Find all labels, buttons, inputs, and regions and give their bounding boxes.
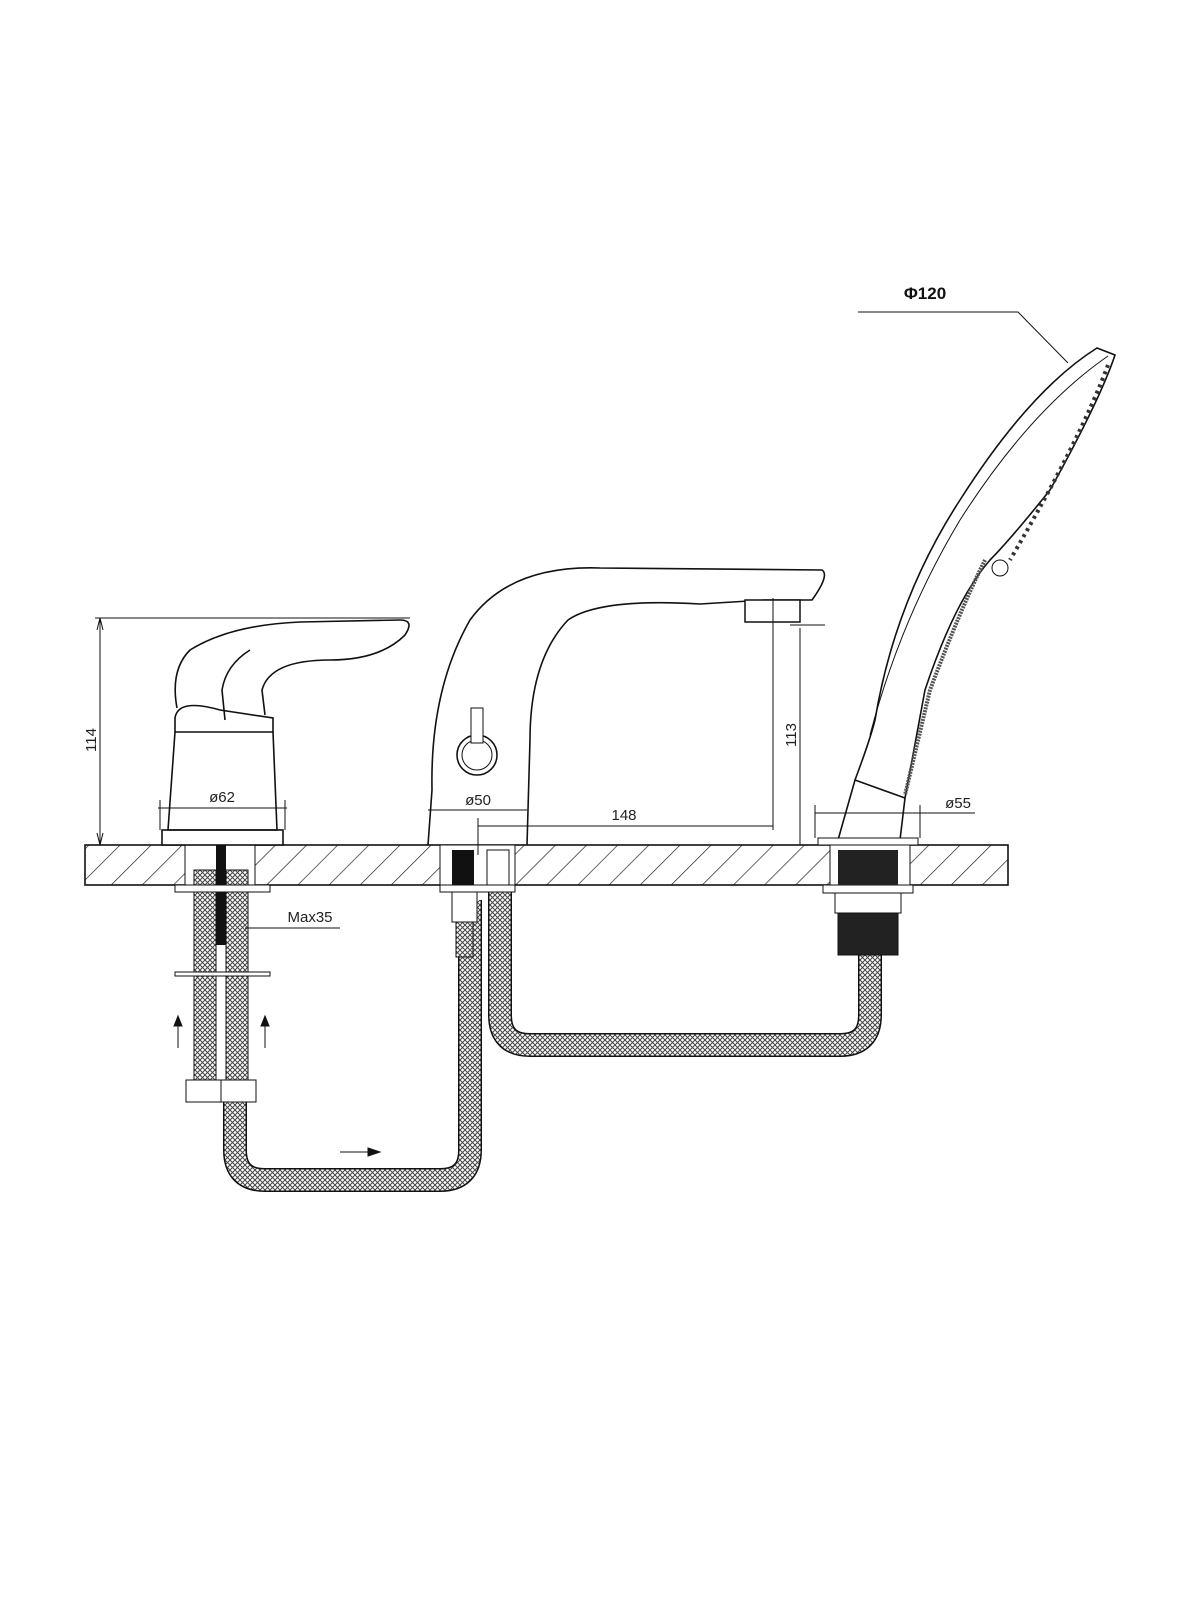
mixer-valve: [161, 619, 410, 846]
label-mixer-height: 114: [83, 728, 100, 752]
hand-shower: [817, 347, 1116, 846]
label-spout-base-diameter: ø50: [465, 792, 491, 809]
flow-arrows: [173, 1014, 382, 1157]
label-shower-diameter: Φ120: [904, 284, 946, 303]
label-spout-reach: 148: [611, 807, 636, 824]
dimension-lines: [95, 311, 1069, 929]
supply-hoses: [193, 845, 882, 1192]
label-mixer-base-diameter: ø62: [209, 789, 235, 806]
label-spout-height: 113: [783, 723, 800, 747]
label-shower-base-diameter: ø55: [945, 795, 971, 812]
label-max-thickness: Max35: [287, 909, 332, 926]
